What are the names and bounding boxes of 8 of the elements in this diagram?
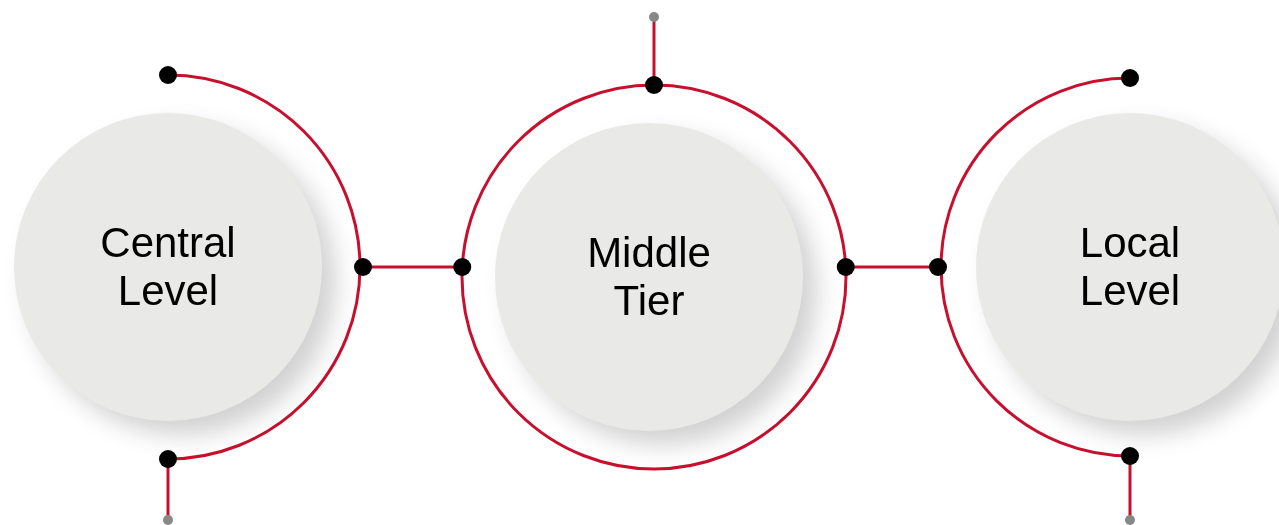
level-label: Local Level: [1078, 219, 1182, 315]
connector-line: [354, 258, 472, 276]
connector-line: [1121, 447, 1139, 525]
level-label: Middle Tier: [586, 229, 712, 325]
connector-line: [645, 12, 663, 94]
level-label: Central Level: [99, 219, 237, 315]
connector-line: [836, 258, 947, 276]
connector-line: [159, 450, 177, 525]
